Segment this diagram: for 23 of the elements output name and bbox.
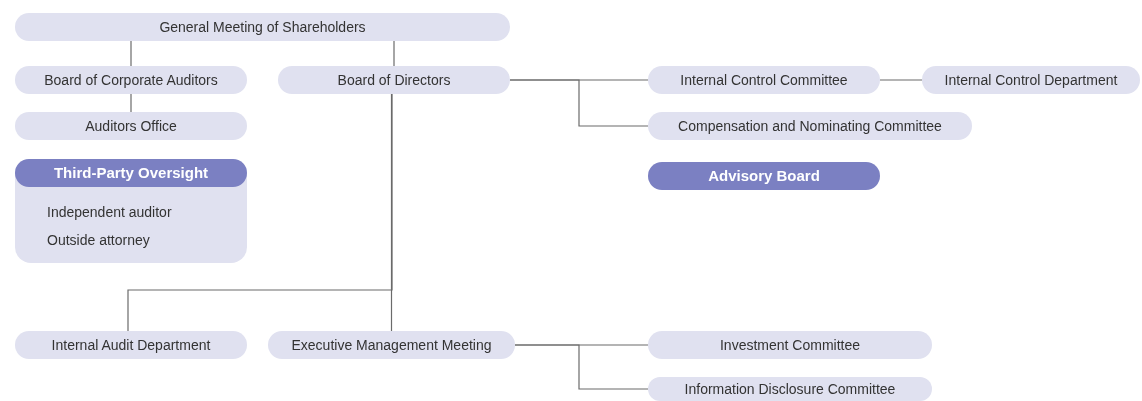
connector-line: [514, 344, 649, 390]
connector-line: [879, 79, 923, 81]
connector-line: [130, 93, 132, 113]
group-panel: [15, 159, 247, 263]
org-unit-pill: General Meeting of Shareholders: [15, 13, 510, 41]
connector-line: [130, 40, 132, 67]
org-unit-pill: Executive Management Meeting: [268, 331, 515, 359]
org-unit-pill: Board of Directors: [278, 66, 510, 94]
org-unit-pill: Board of Corporate Auditors: [15, 66, 247, 94]
connector-line: [509, 79, 649, 127]
org-unit-pill: Internal Control Committee: [648, 66, 880, 94]
org-unit-pill: Auditors Office: [15, 112, 247, 140]
connector-line: [127, 93, 393, 332]
org-unit-pill: Internal Control Department: [922, 66, 1140, 94]
highlight-pill: Advisory Board: [648, 162, 880, 190]
panel-heading: Third-Party Oversight: [15, 159, 247, 187]
org-unit-pill: Compensation and Nominating Committee: [648, 112, 972, 140]
panel-item: Outside attorney: [46, 231, 151, 250]
org-unit-pill: Investment Committee: [648, 331, 932, 359]
connector-line: [393, 40, 395, 67]
panel-item: Independent auditor: [46, 203, 173, 222]
org-unit-pill: Information Disclosure Committee: [648, 377, 932, 401]
org-unit-pill: Internal Audit Department: [15, 331, 247, 359]
